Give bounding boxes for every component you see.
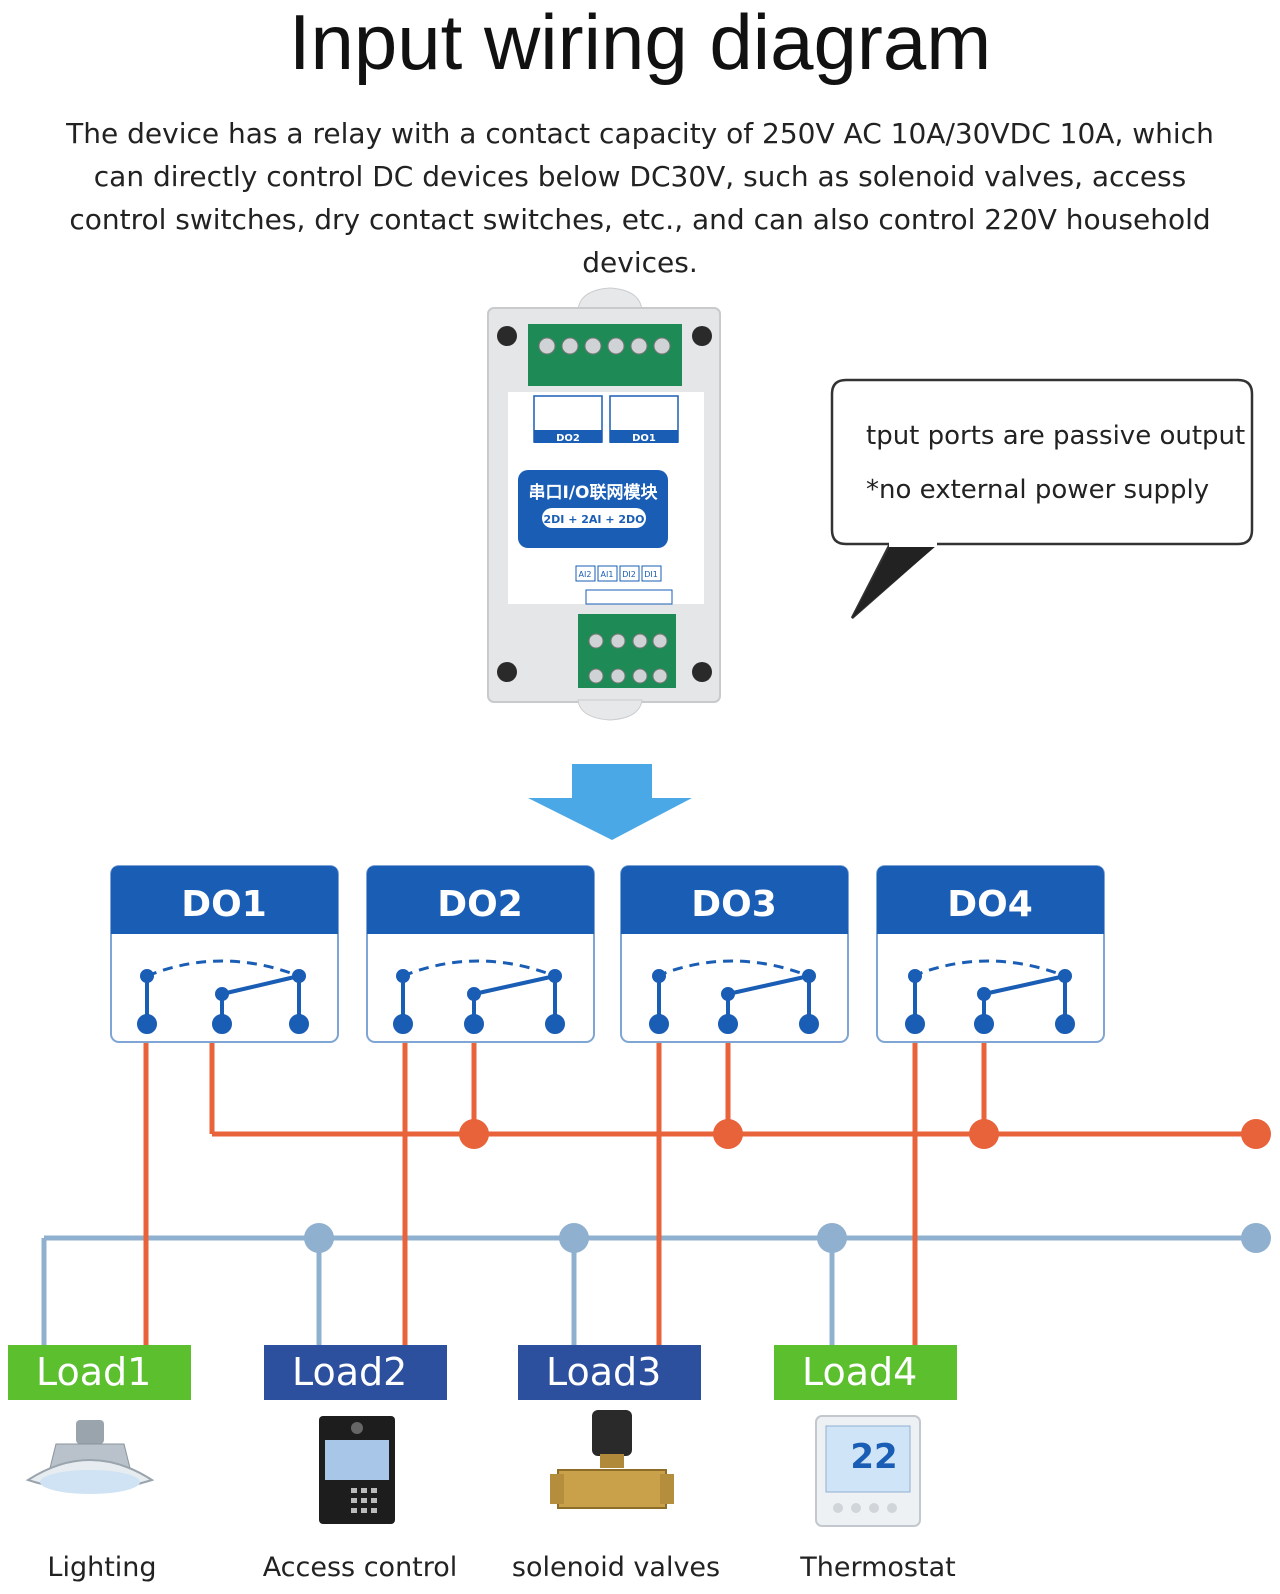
load4-label: Load4	[774, 1345, 957, 1400]
page-title: Input wiring diagram	[288, 0, 992, 86]
access-control-panel-icon	[319, 1416, 395, 1524]
module-name: 串口I/O联网模块	[529, 482, 659, 503]
mount-hole-icon	[692, 326, 712, 346]
device-caption-thermostat: Thermostat	[800, 1552, 956, 1583]
relay-label: DO2	[437, 884, 523, 925]
relay-contact-icon	[137, 959, 309, 1034]
relay-box-do1: DO1	[110, 865, 339, 1043]
port-label: AI1	[601, 570, 614, 579]
callout-line-2: *no external power supply	[866, 475, 1209, 505]
relay-label: DO4	[947, 884, 1033, 925]
mount-hole-icon	[692, 662, 712, 682]
device-caption-access-control: Access control	[262, 1552, 458, 1583]
module-relay-label: DO1	[632, 433, 656, 444]
mount-hole-icon	[497, 662, 517, 682]
relay-module: DO2 DO1 串口I/O联网模块 2DI + 2AI + 2DO AI2 AI…	[487, 287, 721, 721]
junction-dots	[304, 1119, 1271, 1253]
lamp-icon	[25, 1420, 155, 1494]
relay-box-do4: DO4	[876, 865, 1105, 1043]
device-caption-lighting: Lighting	[47, 1552, 157, 1583]
terminal-block-top	[528, 324, 682, 386]
port-label: AI2	[579, 570, 592, 579]
port-label: DI2	[622, 570, 636, 579]
load1-label: Load1	[8, 1345, 191, 1400]
down-arrow-icon	[528, 764, 692, 840]
solenoid-valve-icon	[550, 1410, 674, 1509]
mount-hole-icon	[497, 326, 517, 346]
module-relay-label: DO2	[556, 433, 580, 444]
thermostat-reading: 22	[850, 1437, 897, 1477]
module-spec: 2DI + 2AI + 2DO	[543, 513, 644, 526]
callout-line-1: tput ports are passive output	[866, 421, 1245, 451]
load3-label: Load3	[518, 1345, 701, 1400]
relay-box-do2: DO2	[366, 865, 595, 1043]
description-text: The device has a relay with a contact ca…	[66, 117, 1214, 279]
thermostat-icon: 22	[815, 1415, 921, 1527]
load2-label: Load2	[264, 1345, 447, 1400]
wiring-lines	[41, 1025, 1256, 1345]
relay-box-do3: DO3	[620, 865, 849, 1043]
relay-contact-icon	[649, 959, 819, 1034]
callout-bubble	[830, 378, 1254, 619]
port-label: DI1	[644, 570, 658, 579]
device-caption-solenoid-valves: solenoid valves	[511, 1552, 721, 1583]
relay-contact-icon	[393, 959, 565, 1034]
relay-label: DO1	[181, 884, 267, 925]
relay-label: DO3	[691, 884, 777, 925]
relay-contact-icon	[905, 959, 1075, 1034]
